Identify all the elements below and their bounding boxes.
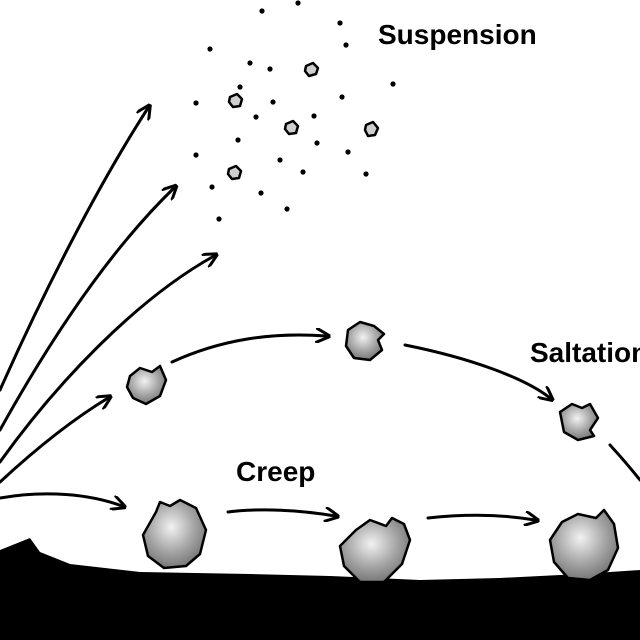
suspended-dust xyxy=(193,0,396,222)
saltation-path-2 xyxy=(403,343,550,398)
creep-path-1 xyxy=(226,510,335,516)
saltation-arrow-launch xyxy=(0,398,108,484)
creep-rock-3 xyxy=(548,508,620,582)
ground xyxy=(0,538,640,640)
creep-rock-1 xyxy=(141,498,208,570)
saltation-rock-2 xyxy=(344,320,386,362)
suspension-label: Suspension xyxy=(378,19,537,50)
creep-path-2 xyxy=(426,515,535,520)
saltation-rock-3 xyxy=(558,402,600,442)
creep-label: Creep xyxy=(236,456,315,487)
saltation-path-1 xyxy=(170,335,326,364)
suspension-arrow-3 xyxy=(0,256,214,464)
creep-arrow-launch xyxy=(0,492,122,506)
saltation-rock-1 xyxy=(125,364,168,406)
saltation-label: Saltation xyxy=(530,337,640,368)
saltation-path-3 xyxy=(608,443,640,482)
creep-rock-2 xyxy=(338,516,412,584)
suspended-grains xyxy=(226,61,380,181)
suspension-arrow-1 xyxy=(0,108,148,392)
suspension-arrow-2 xyxy=(0,188,174,432)
